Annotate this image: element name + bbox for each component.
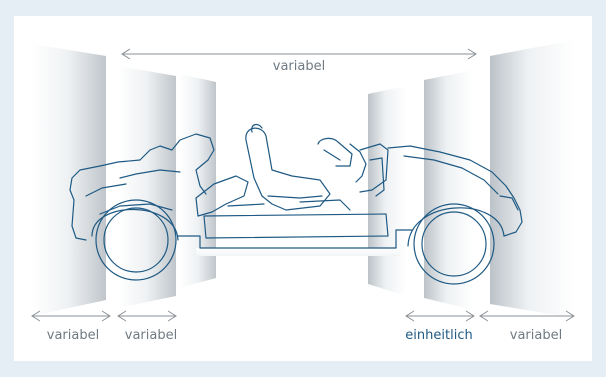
section-panel-front-center xyxy=(368,86,406,296)
section-panel-rear-outer xyxy=(32,44,106,316)
top-dimension-line xyxy=(122,49,476,59)
section-panel-rear-inner xyxy=(118,66,176,308)
bottom-dimension-lines xyxy=(32,311,574,321)
section-panel-front-outer xyxy=(490,40,574,318)
top-dimension-label: variabel xyxy=(273,59,325,74)
bottom-label-rear-outer: variabel xyxy=(47,328,99,343)
bottom-label-rear-inner: variabel xyxy=(125,328,177,343)
bottom-label-front-outer: variabel xyxy=(510,328,562,343)
vehicle-floor xyxy=(196,248,400,256)
bottom-label-front-inner: einheitlich xyxy=(405,328,472,343)
